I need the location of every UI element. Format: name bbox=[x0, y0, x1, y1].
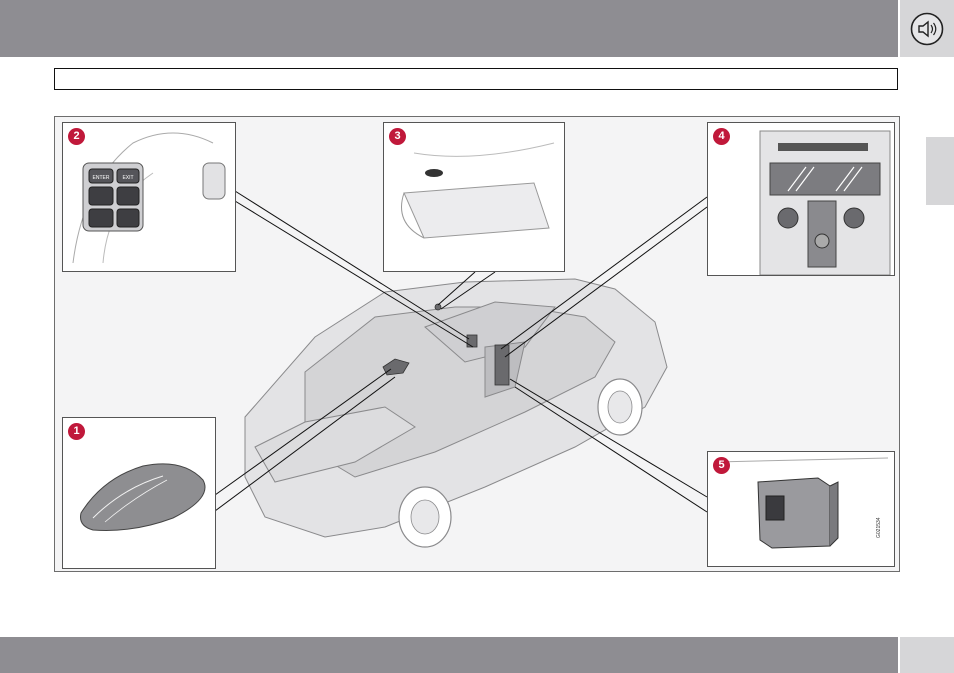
inset-3: 3 bbox=[383, 122, 565, 272]
inset-2-badge: 2 bbox=[68, 128, 85, 145]
inset-1-badge: 1 bbox=[68, 423, 85, 440]
inset-4: 4 bbox=[707, 122, 895, 276]
center-console-drawing bbox=[708, 123, 895, 276]
inset-4-badge: 4 bbox=[713, 128, 730, 145]
inset-5-badge: 5 bbox=[713, 457, 730, 474]
speaker-icon[interactable] bbox=[910, 12, 944, 46]
enter-button-label: ENTER bbox=[93, 175, 110, 181]
inset-3-badge: 3 bbox=[389, 128, 406, 145]
footer-corner bbox=[900, 637, 954, 673]
inset-2: 2 ENTER EXIT bbox=[62, 122, 236, 272]
exit-button-label: EXIT bbox=[122, 175, 133, 181]
chapter-tab[interactable] bbox=[926, 137, 954, 205]
antenna-drawing bbox=[63, 418, 216, 569]
inset-5: 5 bbox=[707, 451, 895, 567]
inset-1: 1 bbox=[62, 417, 216, 569]
microphone-drawing bbox=[384, 123, 565, 272]
figure-code: G021534 bbox=[876, 517, 882, 538]
section-title-box bbox=[54, 68, 898, 90]
footer-bar bbox=[0, 637, 898, 673]
car-location-figure: 1 2 ENTER EXIT 3 bbox=[54, 116, 900, 572]
aux-socket-drawing bbox=[708, 452, 895, 567]
header-bar bbox=[0, 0, 898, 57]
steering-wheel-buttons-drawing: ENTER EXIT bbox=[63, 123, 236, 272]
